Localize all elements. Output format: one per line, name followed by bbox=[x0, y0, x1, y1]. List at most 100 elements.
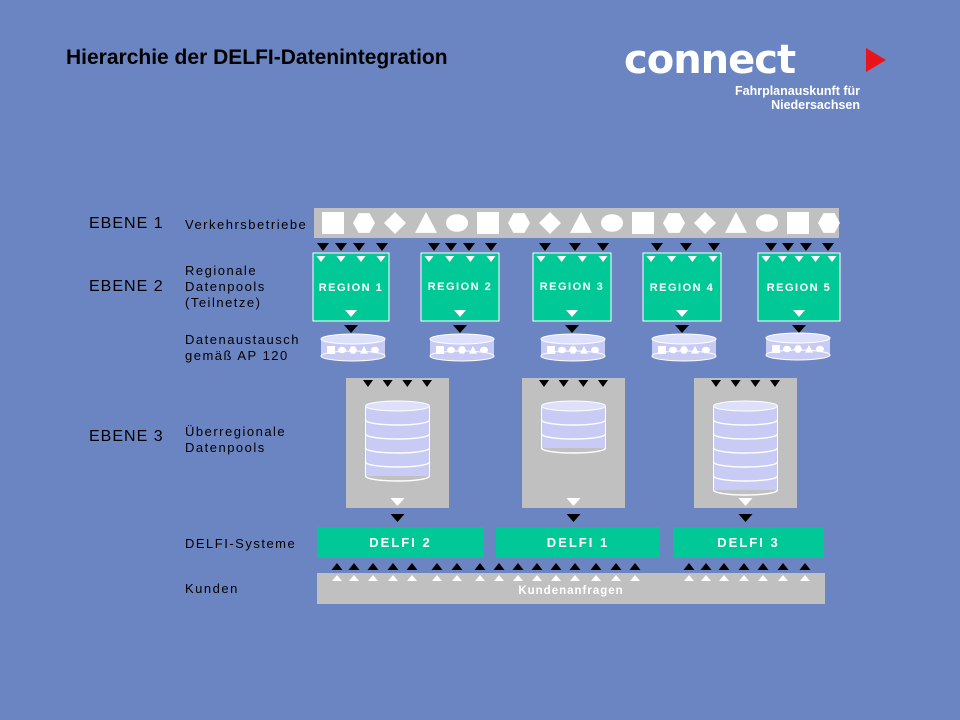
exchange-disc-top bbox=[429, 333, 495, 345]
down-arrow-marker bbox=[675, 325, 689, 333]
hexagon-shape bbox=[349, 346, 357, 354]
database-cylinder-top bbox=[365, 400, 430, 412]
database-layer-line bbox=[712, 447, 779, 454]
circle-shape bbox=[669, 346, 677, 354]
up-arrow-marker bbox=[367, 563, 379, 570]
up-arrow-marker bbox=[550, 563, 562, 570]
up-arrow-marker bbox=[800, 575, 810, 581]
up-arrow-marker bbox=[738, 563, 750, 570]
database-layer-line bbox=[540, 447, 607, 454]
square-shape bbox=[632, 212, 654, 234]
logo-tagline-line2: Niedersachsen bbox=[771, 98, 860, 112]
circle-shape bbox=[446, 214, 468, 232]
up-arrow-marker bbox=[387, 563, 399, 570]
delfi-3-box: DELFI 3 bbox=[673, 527, 824, 558]
down-arrow-marker bbox=[445, 243, 457, 251]
down-arrow-marker bbox=[558, 380, 569, 387]
down-arrow-marker bbox=[680, 243, 692, 251]
database-layer-line bbox=[364, 475, 431, 482]
up-arrow-marker bbox=[532, 575, 542, 581]
database-cylinder-top bbox=[541, 400, 606, 412]
down-arrow-marker bbox=[353, 243, 365, 251]
row-label-kunden: Kunden bbox=[185, 581, 239, 596]
down-arrow-marker bbox=[822, 243, 834, 251]
down-arrow-marker bbox=[539, 380, 549, 387]
region-box bbox=[642, 252, 722, 322]
diamond-shape bbox=[539, 212, 561, 234]
triangle-shape bbox=[805, 345, 813, 353]
down-arrow-marker bbox=[569, 243, 581, 251]
database-layer-line bbox=[364, 419, 431, 426]
region-box bbox=[532, 252, 612, 322]
down-arrow-marker bbox=[376, 243, 388, 251]
down-arrow-marker bbox=[800, 243, 812, 251]
region-3-label: REGION 3 bbox=[539, 281, 605, 293]
region-2-label: REGION 2 bbox=[427, 281, 493, 293]
down-arrow-marker bbox=[577, 256, 587, 262]
up-arrow-marker bbox=[739, 575, 749, 581]
up-arrow-marker bbox=[348, 563, 360, 570]
database-cylinder bbox=[365, 406, 430, 476]
hexagon-shape bbox=[818, 213, 840, 233]
triangle-shape bbox=[415, 212, 437, 233]
up-arrow-marker bbox=[512, 563, 524, 570]
up-arrow-marker bbox=[757, 563, 769, 570]
down-arrow-marker bbox=[422, 380, 432, 387]
database-cylinder-side bbox=[541, 406, 606, 448]
up-arrow-marker bbox=[701, 575, 711, 581]
exchange-disc-top bbox=[540, 333, 606, 345]
up-arrow-marker bbox=[431, 563, 443, 570]
down-arrow-marker bbox=[646, 256, 656, 262]
triangle-shape bbox=[469, 346, 477, 354]
down-arrow-marker bbox=[336, 256, 346, 262]
square-shape bbox=[436, 346, 444, 354]
up-arrow-marker bbox=[758, 575, 768, 581]
up-arrow-marker bbox=[432, 575, 442, 581]
down-arrow-marker bbox=[356, 256, 366, 262]
delfi-1-box: DELFI 1 bbox=[496, 527, 660, 558]
down-arrow-marker bbox=[687, 256, 697, 262]
region-5-label: REGION 5 bbox=[766, 282, 832, 294]
down-arrow-marker bbox=[402, 380, 413, 387]
down-arrow-marker bbox=[708, 243, 720, 251]
down-arrow-marker bbox=[676, 310, 688, 317]
up-arrow-marker bbox=[570, 575, 580, 581]
kundenanfragen-bar bbox=[317, 573, 825, 604]
down-arrow-marker bbox=[598, 256, 608, 262]
down-arrow-marker bbox=[454, 310, 466, 317]
up-arrow-marker bbox=[474, 563, 486, 570]
down-arrow-marker bbox=[445, 256, 455, 262]
up-arrow-marker bbox=[799, 563, 811, 570]
up-arrow-marker bbox=[700, 563, 712, 570]
up-arrow-marker bbox=[388, 575, 398, 581]
down-arrow-marker bbox=[708, 256, 718, 262]
down-arrow-marker bbox=[566, 514, 581, 522]
diamond-shape bbox=[694, 212, 716, 234]
down-arrow-marker bbox=[738, 514, 753, 522]
up-arrow-marker bbox=[777, 563, 789, 570]
exchange-disc-top bbox=[320, 333, 386, 345]
up-arrow-marker bbox=[551, 575, 561, 581]
up-arrow-marker bbox=[611, 575, 621, 581]
up-arrow-marker bbox=[630, 575, 640, 581]
database-cylinder bbox=[541, 406, 606, 448]
circle-shape bbox=[338, 346, 346, 354]
circle-shape bbox=[601, 214, 623, 232]
database-layer-line bbox=[712, 461, 779, 468]
down-arrow-marker bbox=[428, 243, 440, 251]
up-arrow-marker bbox=[778, 575, 788, 581]
square-shape bbox=[477, 212, 499, 234]
up-arrow-marker bbox=[349, 575, 359, 581]
down-arrow-marker bbox=[465, 256, 475, 262]
circle-shape bbox=[371, 346, 379, 354]
up-arrow-marker bbox=[331, 563, 343, 570]
down-arrow-marker bbox=[811, 256, 820, 262]
circle-shape bbox=[591, 346, 599, 354]
up-arrow-marker bbox=[531, 563, 543, 570]
region-box bbox=[757, 252, 841, 322]
triangle-shape bbox=[580, 346, 588, 354]
logo-wordmark: connect bbox=[624, 37, 796, 83]
logo-tagline-line1: Fahrplanauskunft für bbox=[734, 84, 860, 98]
exchange-disc-top bbox=[765, 332, 831, 344]
logo-arrow-icon bbox=[866, 48, 886, 72]
